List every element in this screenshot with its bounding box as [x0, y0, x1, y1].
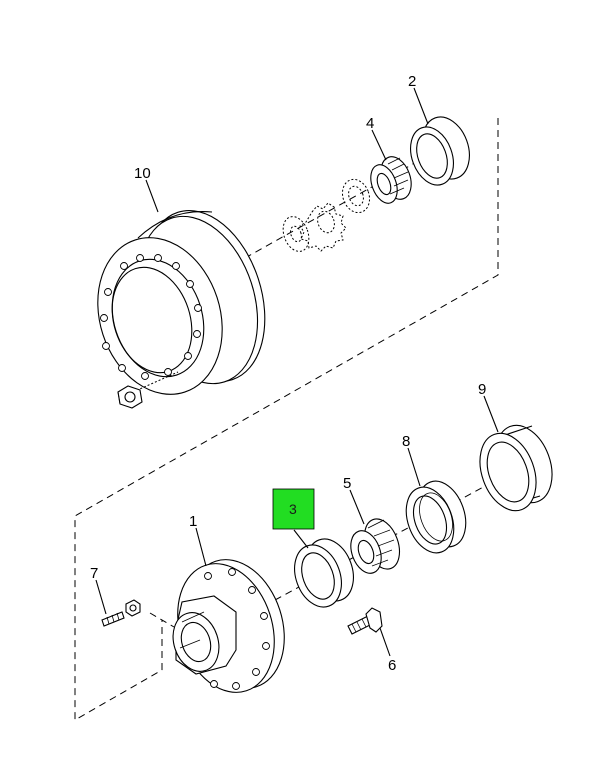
highlight-box-part-3[interactable]	[272, 488, 315, 530]
lock-ring[interactable]	[299, 202, 347, 252]
callout-10: 10	[134, 165, 151, 182]
drum-nut[interactable]	[117, 385, 143, 409]
brake-drum-part-10[interactable]	[78, 195, 285, 411]
leader-lines	[95, 87, 499, 657]
wear-sleeve-part-9[interactable]	[470, 418, 562, 519]
callout-8: 8	[402, 433, 410, 450]
hub-stud-holes	[204, 568, 270, 690]
grease-seal-part-8[interactable]	[398, 475, 475, 560]
wheel-stud-part-6[interactable]	[347, 607, 383, 635]
callout-3: 3	[289, 501, 297, 517]
callout-4: 4	[366, 115, 374, 132]
callout-1: 1	[189, 513, 197, 530]
outer-bearing-cup-part-2[interactable]	[403, 110, 478, 191]
upper-axis-line	[244, 159, 421, 259]
inner-bearing-cup-part-3[interactable]	[286, 532, 361, 613]
callout-7: 7	[90, 565, 98, 582]
callout-2: 2	[408, 73, 416, 90]
drum-bolt-holes	[100, 254, 202, 380]
callout-9: 9	[478, 381, 486, 398]
adjusting-nut[interactable]	[338, 176, 374, 217]
assembly-dashed-outline	[74, 118, 499, 721]
wheel-hub-part-1[interactable]	[162, 547, 300, 705]
stud-and-nut-part-7[interactable]	[101, 599, 141, 627]
outer-bearing-cone-part-4[interactable]	[366, 153, 417, 207]
inner-bearing-cone-part-5[interactable]	[345, 514, 406, 577]
callout-6: 6	[388, 657, 396, 674]
callout-5: 5	[343, 475, 351, 492]
